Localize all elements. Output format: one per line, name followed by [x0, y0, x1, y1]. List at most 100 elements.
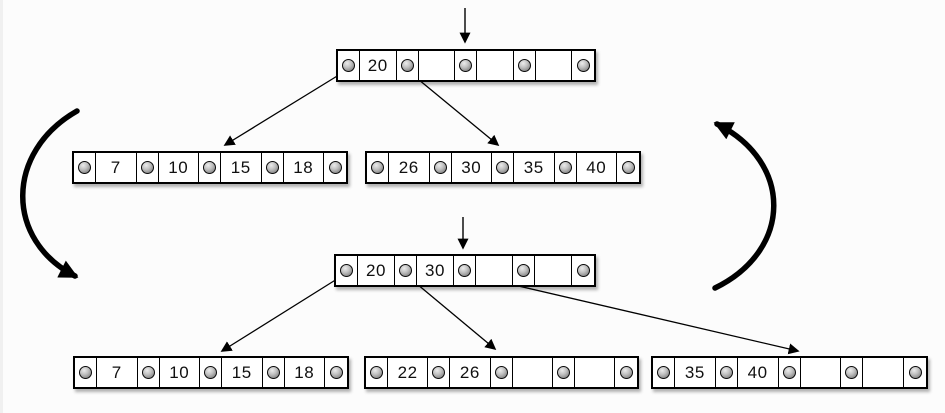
key-cell: 35 — [675, 358, 716, 387]
pointer-slot — [615, 358, 637, 387]
pointer-icon — [79, 366, 92, 379]
pointer-slot — [455, 51, 477, 80]
pointer-icon — [340, 264, 353, 277]
pointer-icon — [719, 366, 733, 379]
pointer-slot — [137, 153, 159, 182]
pointer-slot — [572, 51, 594, 80]
pointer-slot — [200, 358, 222, 387]
pointer-icon — [845, 366, 859, 379]
pointer-slot — [572, 256, 594, 285]
pointer-icon — [556, 366, 570, 379]
key-cell — [575, 358, 615, 387]
key-cell: 30 — [417, 256, 454, 285]
pointer-slot — [367, 153, 389, 182]
pointer-slot — [904, 358, 926, 387]
pointer-icon — [576, 59, 590, 72]
key-cell: 15 — [221, 153, 262, 182]
key-cell — [536, 51, 572, 80]
before-left-child-node: 7 10 15 18 — [72, 151, 348, 184]
pointer-slot — [324, 153, 346, 182]
key-cell: 26 — [450, 358, 491, 387]
pointer-slot — [454, 256, 476, 285]
cycle-arrow-right-up — [712, 121, 777, 291]
key-cell: 40 — [577, 153, 617, 182]
pointer-icon — [619, 366, 633, 379]
key-cell: 40 — [738, 358, 779, 387]
key-cell: 7 — [97, 358, 138, 387]
pointer-slot — [338, 51, 360, 80]
pointer-slot — [779, 358, 801, 387]
pointer-slot — [514, 51, 536, 80]
pointer-icon — [494, 366, 508, 379]
before-right-child-node: 26 30 35 40 — [365, 151, 641, 184]
pointer-slot — [263, 358, 285, 387]
pointer-icon — [908, 366, 922, 379]
pointer-slot — [430, 153, 452, 182]
key-cell: 18 — [284, 153, 324, 182]
pointer-icon — [342, 59, 355, 72]
pointer-slot — [138, 358, 160, 387]
key-cell: 20 — [358, 256, 395, 285]
key-cell: 18 — [285, 358, 325, 387]
pointer-slot — [366, 358, 388, 387]
key-cell: 15 — [222, 358, 263, 387]
before-root-node: 20 — [336, 49, 596, 82]
pointer-icon — [265, 161, 279, 174]
pointer-slot — [553, 358, 575, 387]
cycle-arrow-left-down — [20, 108, 80, 279]
pointer-icon — [496, 161, 509, 174]
after-middle-child-node: 22 26 — [364, 356, 639, 389]
pointer-icon — [203, 161, 216, 174]
pointer-icon — [458, 264, 471, 277]
pointer-slot — [716, 358, 738, 387]
key-cell — [535, 256, 572, 285]
key-cell: 26 — [389, 153, 430, 182]
after-left-child-node: 7 10 15 18 — [73, 356, 349, 389]
key-cell — [801, 358, 842, 387]
pointer-slot — [397, 51, 419, 80]
pointer-slot — [199, 153, 221, 182]
pointer-icon — [576, 264, 590, 277]
pointer-icon — [782, 366, 796, 379]
pointer-icon — [370, 366, 383, 379]
pointer-slot — [75, 358, 97, 387]
pointer-icon — [328, 161, 342, 174]
pointer-icon — [399, 264, 412, 277]
pointer-icon — [517, 59, 531, 72]
key-cell — [513, 358, 553, 387]
pointer-slot — [841, 358, 864, 387]
after-right-child-node: 35 40 — [651, 356, 928, 389]
pointer-arrow-after-left-child — [220, 273, 346, 352]
pointer-icon — [204, 366, 217, 379]
pointer-icon — [459, 59, 472, 72]
pointer-slot — [491, 358, 513, 387]
pointer-slot — [513, 256, 535, 285]
key-cell — [476, 256, 513, 285]
pointer-arrow-before-left-child — [223, 69, 348, 146]
key-cell: 10 — [160, 358, 200, 387]
pointer-icon — [141, 366, 155, 379]
pointer-icon — [517, 264, 530, 277]
key-cell: 20 — [360, 51, 397, 80]
pointer-slot — [336, 256, 358, 285]
pointer-slot — [395, 256, 417, 285]
key-cell: 10 — [159, 153, 199, 182]
pointer-icon — [400, 59, 414, 72]
key-cell — [863, 358, 904, 387]
pointer-slot — [617, 153, 639, 182]
pointer-icon — [558, 161, 572, 174]
pointer-icon — [78, 161, 91, 174]
pointer-icon — [371, 161, 384, 174]
pointer-slot — [428, 358, 451, 387]
pointer-slot — [262, 153, 284, 182]
key-cell — [477, 51, 514, 80]
pointer-slot — [492, 153, 514, 182]
pointer-icon — [266, 366, 280, 379]
after-root-node: 20 30 — [334, 254, 596, 287]
pointer-icon — [621, 161, 635, 174]
key-cell: 35 — [514, 153, 555, 182]
key-cell: 22 — [388, 358, 429, 387]
pointer-slot — [555, 153, 577, 182]
pointer-icon — [657, 366, 670, 379]
pointer-icon — [432, 366, 446, 379]
